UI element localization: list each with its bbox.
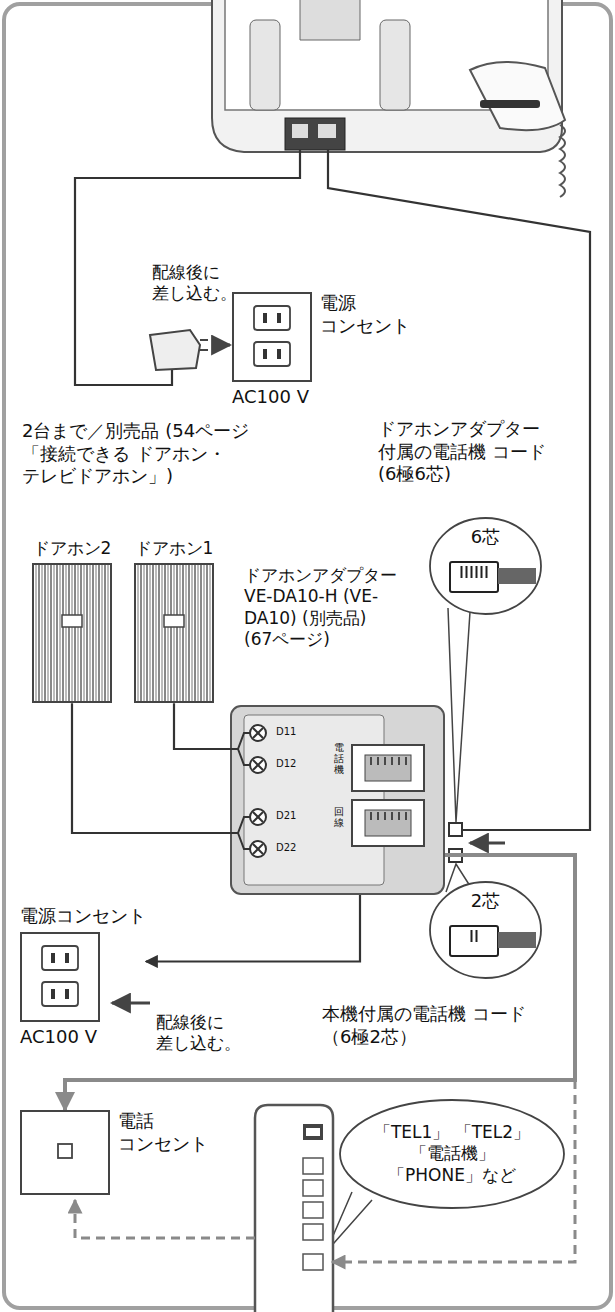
doorphone: ドアホン2 — [22, 538, 122, 703]
doorphone: ドアホン1 — [124, 538, 224, 703]
note: 2台まで／別売品 (54ページ「接続できる ドアホン・テレビドアホン」) — [22, 420, 277, 488]
wire — [72, 703, 230, 833]
jack-label: 電話機 — [334, 742, 344, 775]
node-title: ドアホン2 — [33, 538, 112, 559]
cord-label: 本機付属の電話機 コード（6極2芯） — [322, 1003, 567, 1048]
node-title: 電話 コンセント — [118, 1110, 218, 1155]
node-title: ドアホン1 — [135, 538, 214, 559]
phone-outlet: 電話 コンセント — [20, 1110, 218, 1195]
wire — [146, 895, 360, 962]
terminal-label: D12 — [276, 758, 296, 771]
plug-callout: 2芯 — [428, 880, 543, 980]
note: 配線後に 差し込む。 — [156, 1012, 256, 1055]
outlet-plate — [232, 292, 312, 382]
node-subtitle: AC100 V — [20, 1026, 97, 1049]
outlet-plate — [20, 1110, 110, 1195]
adapter-body — [230, 705, 445, 895]
terminal-label: D21 — [276, 810, 296, 823]
node-title: 電源コンセント — [20, 905, 146, 928]
power-outlet: 電源 コンセント AC100 V — [232, 292, 420, 409]
note: 配線後に 差し込む。 — [152, 262, 252, 305]
wire — [174, 703, 230, 749]
node-title: ドアホンアダプター VE-DA10-H (VE-DA10) (別売品)(67ペー… — [244, 565, 429, 685]
doorphone-body — [134, 563, 214, 703]
doorphone-adapter: ドアホンアダプター VE-DA10-H (VE-DA10) (別売品)(67ペー… — [230, 565, 445, 895]
port-callout: 「TEL1」 「TEL2」「電話機」 「PHONE」など — [338, 1098, 566, 1210]
plug-callout: 6芯 — [428, 516, 543, 616]
cord-label: ドアホンアダプター 付属の電話機 コード(6極6芯) — [378, 418, 563, 486]
outlet-plate — [20, 932, 100, 1022]
node-title: 6芯 — [428, 516, 543, 549]
terminal-label: D22 — [276, 842, 296, 855]
node-title: 「TEL1」 「TEL2」「電話機」 「PHONE」など — [363, 1122, 541, 1186]
terminal-label: D11 — [276, 726, 296, 739]
doorphone-body — [32, 563, 112, 703]
jack-label: 回線 — [334, 806, 344, 828]
power-outlet: 電源コンセント AC100 V — [20, 905, 146, 1048]
node-title: 電源 コンセント — [320, 292, 420, 337]
node-title: 2芯 — [428, 880, 543, 913]
router-illustration — [255, 1105, 333, 1312]
node-subtitle: AC100 V — [232, 386, 420, 409]
telephone-illustration — [212, 0, 565, 197]
